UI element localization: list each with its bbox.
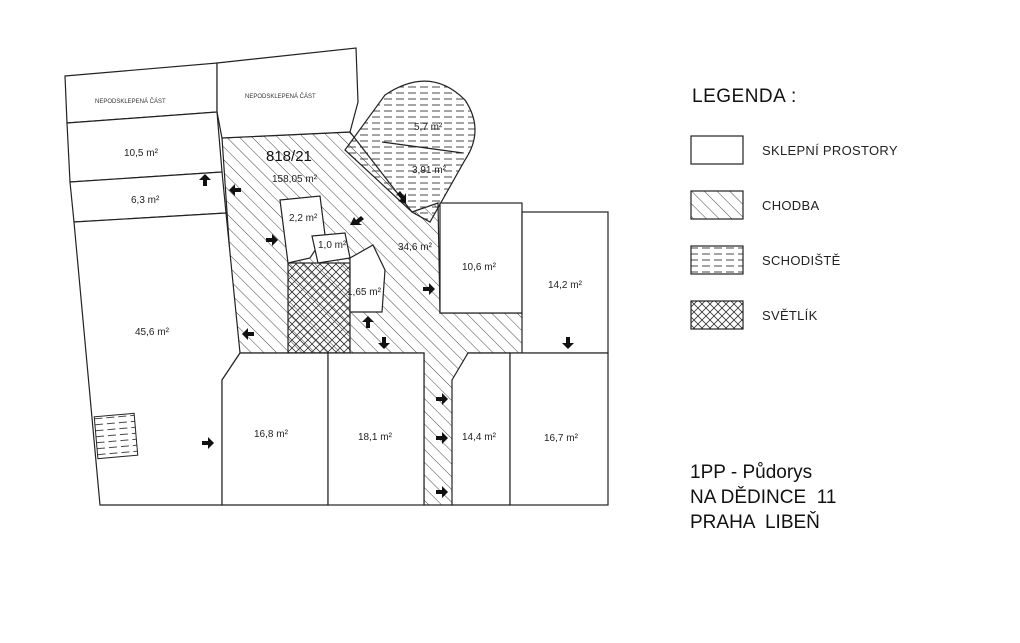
area-3-91: 3,91 m² [412, 165, 447, 176]
room-16-7 [509, 352, 609, 506]
room-45-6 [73, 212, 241, 506]
legend-item-skylight: SVĚTLÍK [690, 300, 990, 330]
plan-title-line-2: NA DĚDINCE 11 [690, 487, 837, 508]
staircase-upper [344, 80, 476, 223]
arrow-icon [562, 337, 574, 349]
area-14-4: 14,4 m² [462, 432, 497, 443]
room-14-2 [521, 211, 609, 354]
legend-label: SCHODIŠTĚ [762, 252, 841, 268]
area-34-6: 34,6 m² [398, 242, 433, 253]
area-45-6: 45,6 m² [135, 327, 170, 338]
area-10-5: 10,5 m² [124, 148, 159, 159]
plan-title: 1PP - Půdorys NA DĚDINCE 11 PRAHA LIBEŇ [690, 460, 836, 535]
arrow-icon [266, 234, 278, 246]
room-14-4 [451, 352, 511, 506]
area-14-2: 14,2 m² [548, 280, 583, 291]
room-18-1 [327, 352, 425, 506]
arrow-icon [436, 393, 448, 405]
arrow-icon [350, 216, 364, 225]
area-18-1: 18,1 m² [358, 432, 393, 443]
plan-title-line-1: 1PP - Půdorys [690, 462, 813, 483]
label-unexcavated-left: NEPODSKLEPENÁ ČÁST [95, 98, 166, 105]
door-arrows [199, 174, 574, 498]
arrow-icon [202, 437, 214, 449]
arrow-icon [378, 337, 390, 349]
arrow-icon [397, 191, 406, 204]
area-1-65: 1,65 m² [347, 287, 382, 298]
stair-divider [381, 141, 464, 154]
staircase-lower [93, 412, 139, 460]
arrow-icon [436, 432, 448, 444]
room-10-5 [66, 111, 223, 183]
legend-label: CHODBA [762, 197, 820, 213]
room-10-6 [439, 202, 523, 314]
area-16-7: 16,7 m² [544, 433, 579, 444]
area-1-0: 1,0 m² [318, 240, 347, 251]
area-10-6: 10,6 m² [462, 262, 497, 273]
area-2-2: 2,2 m² [289, 213, 318, 224]
arrow-icon [362, 316, 374, 328]
legend: LEGENDA : SKLEPNÍ PROSTORY CHODBA SC [690, 86, 990, 355]
legend-label: SKLEPNÍ PROSTORY [762, 142, 898, 158]
skylight-area [287, 262, 351, 354]
legend-item-corridor: CHODBA [690, 190, 990, 220]
arrow-icon [242, 328, 254, 340]
arrow-icon [423, 283, 435, 295]
label-unexcavated-right: NEPODSKLEPENÁ ČÁST [245, 93, 316, 100]
area-5-7: 5,7 m² [414, 122, 443, 133]
room-unexcavated-right [216, 47, 359, 139]
legend-swatch-plain [690, 135, 744, 165]
parcel-number: 818/21 [266, 148, 312, 165]
legend-swatch-horizontal [690, 245, 744, 275]
arrow-icon [436, 486, 448, 498]
legend-title: LEGENDA : [692, 86, 797, 107]
area-158: 158,05 m² [272, 174, 318, 185]
legend-item-staircase: SCHODIŠTĚ [690, 245, 990, 275]
legend-item-basement: SKLEPNÍ PROSTORY [690, 135, 990, 165]
plan-title-line-3: PRAHA LIBEŇ [690, 512, 820, 533]
arrow-icon [229, 184, 241, 196]
area-16-8: 16,8 m² [254, 429, 289, 440]
legend-swatch-diagonal [690, 190, 744, 220]
room-16-8 [221, 352, 329, 506]
legend-label: SVĚTLÍK [762, 307, 818, 323]
arrow-icon [199, 174, 211, 186]
room-1-65 [349, 244, 386, 313]
area-6-3: 6,3 m² [131, 195, 160, 206]
legend-swatch-crosshatch [690, 300, 744, 330]
